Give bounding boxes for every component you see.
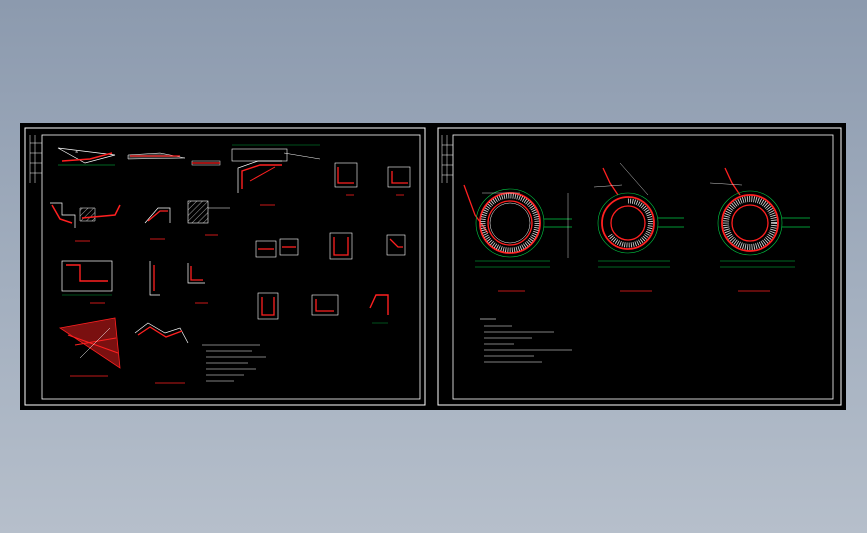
detail-box-f bbox=[311, 294, 339, 316]
cad-drawing: ± bbox=[24, 127, 842, 406]
svg-text:±: ± bbox=[75, 149, 78, 154]
detail-box-d bbox=[386, 234, 406, 256]
sheet-left-inner-frame bbox=[41, 134, 421, 400]
tank-plan-2 bbox=[593, 162, 684, 292]
detail-column-section bbox=[149, 261, 160, 296]
tank-plan-3 bbox=[709, 167, 810, 292]
sheet-left-title-strip bbox=[29, 135, 42, 183]
detail-box-c bbox=[329, 232, 353, 260]
detail-rect-plan bbox=[61, 260, 113, 304]
detail-wall-step bbox=[50, 202, 121, 242]
detail-small-a bbox=[255, 240, 277, 258]
detail-top-left-triangle: ± bbox=[57, 147, 116, 166]
sheet-right-title-strip bbox=[441, 135, 453, 183]
detail-box-e bbox=[257, 292, 279, 320]
detail-slope-joint bbox=[144, 207, 171, 240]
sheet-right bbox=[437, 127, 842, 406]
detail-top-slab bbox=[127, 152, 186, 160]
detail-hatched-block bbox=[187, 200, 230, 236]
detail-small-b bbox=[279, 238, 299, 256]
detail-corner-a bbox=[334, 162, 358, 196]
detail-radial-plan bbox=[58, 317, 121, 377]
sheet-left: ± bbox=[24, 127, 426, 406]
tank-plan-1 bbox=[463, 184, 572, 292]
cad-model-space[interactable]: ± bbox=[20, 123, 846, 410]
notes-block-right bbox=[480, 318, 572, 363]
detail-bottom-frame bbox=[134, 322, 189, 384]
sheet-right-outer-frame bbox=[437, 127, 842, 406]
detail-top-beam bbox=[191, 160, 221, 166]
detail-l-bracket bbox=[187, 263, 208, 304]
detail-top-center-section bbox=[231, 144, 321, 206]
detail-corner-b bbox=[387, 166, 411, 196]
notes-block-left bbox=[202, 344, 266, 382]
sheet-right-inner-frame bbox=[452, 134, 834, 400]
sheet-left-outer-frame bbox=[24, 127, 426, 406]
detail-hook-g bbox=[369, 294, 389, 324]
